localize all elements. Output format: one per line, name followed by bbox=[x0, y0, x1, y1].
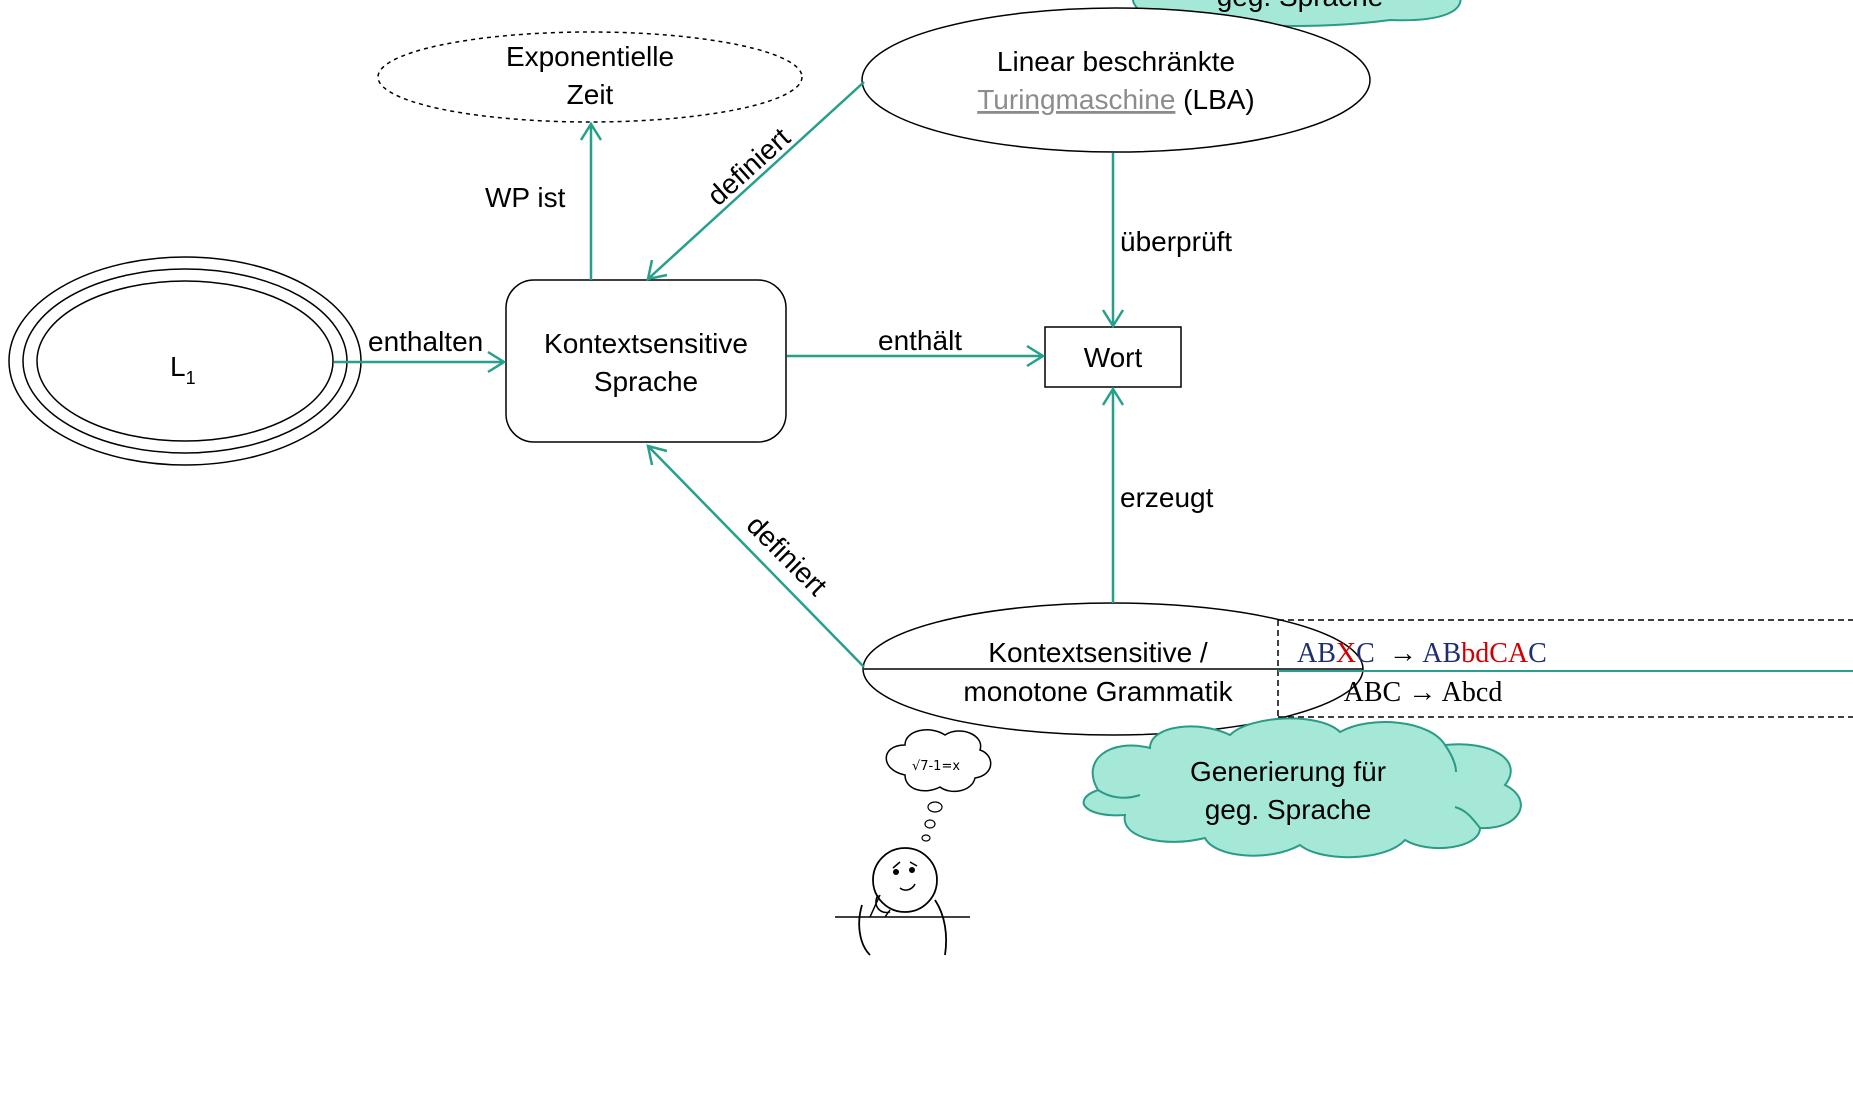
csl-line2: Sprache bbox=[594, 366, 698, 397]
edge-label-enthaelt: enthält bbox=[878, 325, 962, 356]
thought-formula: √7-1=x bbox=[912, 759, 960, 774]
word-label: Wort bbox=[1084, 342, 1143, 373]
exp-time-line1: Exponentielle bbox=[506, 41, 674, 72]
grammar-line1: Kontextsensitive / bbox=[988, 637, 1208, 668]
cloud-bottom: Generierung für geg. Sprache bbox=[1082, 717, 1522, 859]
rule1-part2: X bbox=[1336, 638, 1356, 669]
rules-box: ABXC → ABbdCAC ABC → Abcd bbox=[1277, 619, 1853, 718]
l1-main: L bbox=[170, 351, 186, 382]
edge-label-erzeugt: erzeugt bbox=[1120, 482, 1214, 513]
rule1-part5: bdCA bbox=[1461, 638, 1529, 669]
turingmaschine-link[interactable]: Turingmaschine bbox=[977, 84, 1175, 115]
rule1-part3: C bbox=[1356, 638, 1375, 669]
thinking-figure: √7-1=x bbox=[835, 729, 992, 956]
node-exponential-time: Exponentielle Zeit bbox=[377, 31, 803, 123]
edge-ueberprueft: überprüft bbox=[1101, 153, 1232, 329]
node-context-sensitive-language: Kontextsensitive Sprache bbox=[505, 279, 787, 443]
rule1-part1: AB bbox=[1297, 638, 1336, 669]
rule1-part6: C bbox=[1528, 638, 1547, 669]
exp-time-line2: Zeit bbox=[567, 79, 614, 110]
lba-line1: Linear beschränkte bbox=[997, 46, 1235, 77]
node-lba: Linear beschränkte Turingmaschine (LBA) bbox=[861, 7, 1371, 153]
edge-label-definiert-top: definiert bbox=[701, 122, 796, 212]
edge-label-ueberprueft: überprüft bbox=[1120, 226, 1232, 257]
csl-line1: Kontextsensitive bbox=[544, 328, 748, 359]
edge-enthaelt: enthält bbox=[787, 325, 1046, 368]
l1-label: L1 bbox=[170, 351, 196, 388]
lba-suffix: (LBA) bbox=[1175, 84, 1254, 115]
cloud-bottom-line1: Generierung für bbox=[1190, 756, 1386, 787]
rule-2: ABC → Abcd bbox=[1344, 677, 1503, 708]
node-grammar: Kontextsensitive / monotone Grammatik bbox=[862, 602, 1364, 736]
rule1-arrow: → bbox=[1375, 638, 1422, 669]
rule-1: ABXC → ABbdCAC bbox=[1297, 638, 1547, 669]
node-l1: L1 bbox=[8, 256, 362, 466]
edge-erzeugt: erzeugt bbox=[1101, 386, 1214, 603]
l1-sub: 1 bbox=[186, 368, 196, 388]
rule1-part4: AB bbox=[1422, 638, 1461, 669]
node-word: Wort bbox=[1044, 326, 1182, 388]
grammar-line2: monotone Grammatik bbox=[963, 676, 1233, 707]
edge-label-enthalten: enthalten bbox=[368, 326, 483, 357]
edge-enthalten: enthalten bbox=[334, 326, 507, 374]
edge-definiert-bottom: definiert bbox=[646, 444, 865, 668]
lba-line2: Turingmaschine (LBA) bbox=[977, 84, 1255, 115]
edge-definiert-top: definiert bbox=[646, 81, 865, 281]
edge-wp-ist: WP ist bbox=[485, 121, 603, 280]
cloud-top-text: geg. Sprache bbox=[1217, 0, 1384, 12]
cloud-bottom-line2: geg. Sprache bbox=[1205, 794, 1372, 825]
edge-label-wp-ist: WP ist bbox=[485, 182, 566, 213]
